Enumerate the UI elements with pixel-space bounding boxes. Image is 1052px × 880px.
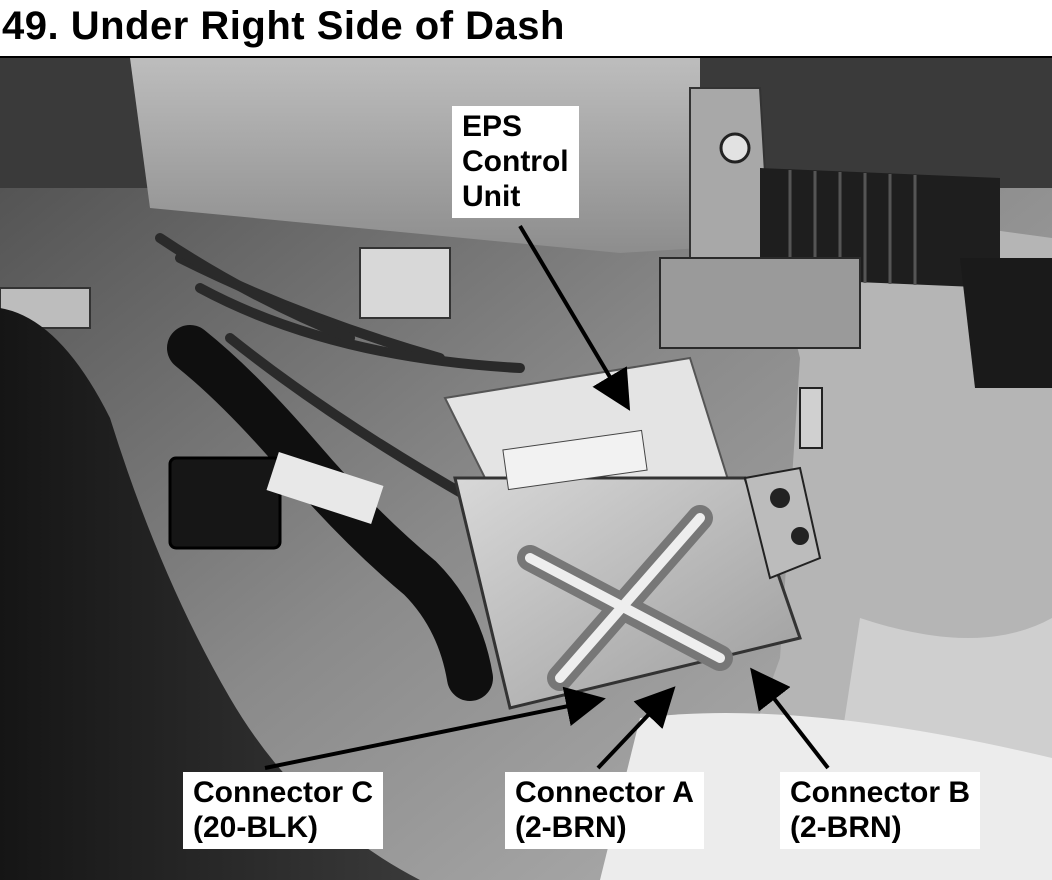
connector-b-label: Connector B (2-BRN)	[780, 772, 980, 849]
ecu-part-label-shape	[502, 429, 648, 491]
left-connector-shape	[0, 287, 91, 329]
eps-control-unit-label: EPS Control Unit	[452, 106, 579, 218]
wire-harness	[155, 233, 525, 503]
black-connector-shape	[168, 456, 282, 550]
connector-b-line1: Connector B	[790, 776, 970, 809]
stud-bolt-shape	[799, 387, 823, 449]
connector-c-label: Connector C (20-BLK)	[183, 772, 383, 849]
barcode-label-shape	[266, 451, 384, 525]
connector-c-line2: (20-BLK)	[193, 811, 318, 844]
connector-c-line1: Connector C	[193, 776, 373, 809]
gray-connector-shape	[659, 257, 861, 349]
connector-a-line1: Connector A	[515, 776, 694, 809]
page-title: 49. Under Right Side of Dash	[2, 4, 565, 48]
photo-border	[0, 56, 1052, 59]
connector-a-label: Connector A (2-BRN)	[505, 772, 704, 849]
connector-a-line2: (2-BRN)	[515, 811, 627, 844]
eps-label-line1: EPS	[462, 110, 523, 143]
carpet-shape	[0, 308, 420, 880]
connector-b-line2: (2-BRN)	[790, 811, 902, 844]
ecu-bracket-shape	[743, 466, 822, 580]
eps-label-line2: Control	[462, 145, 569, 178]
ecu-bolt-2	[791, 527, 809, 545]
x-rib-highlight	[525, 513, 725, 683]
mount-bracket-shape	[689, 87, 772, 265]
bolt-shape	[719, 132, 751, 164]
right-component-shape	[960, 258, 1052, 388]
white-connector-shape	[359, 247, 451, 319]
eps-label-line3: Unit	[462, 180, 521, 213]
ecu-bolt-1	[770, 488, 790, 508]
